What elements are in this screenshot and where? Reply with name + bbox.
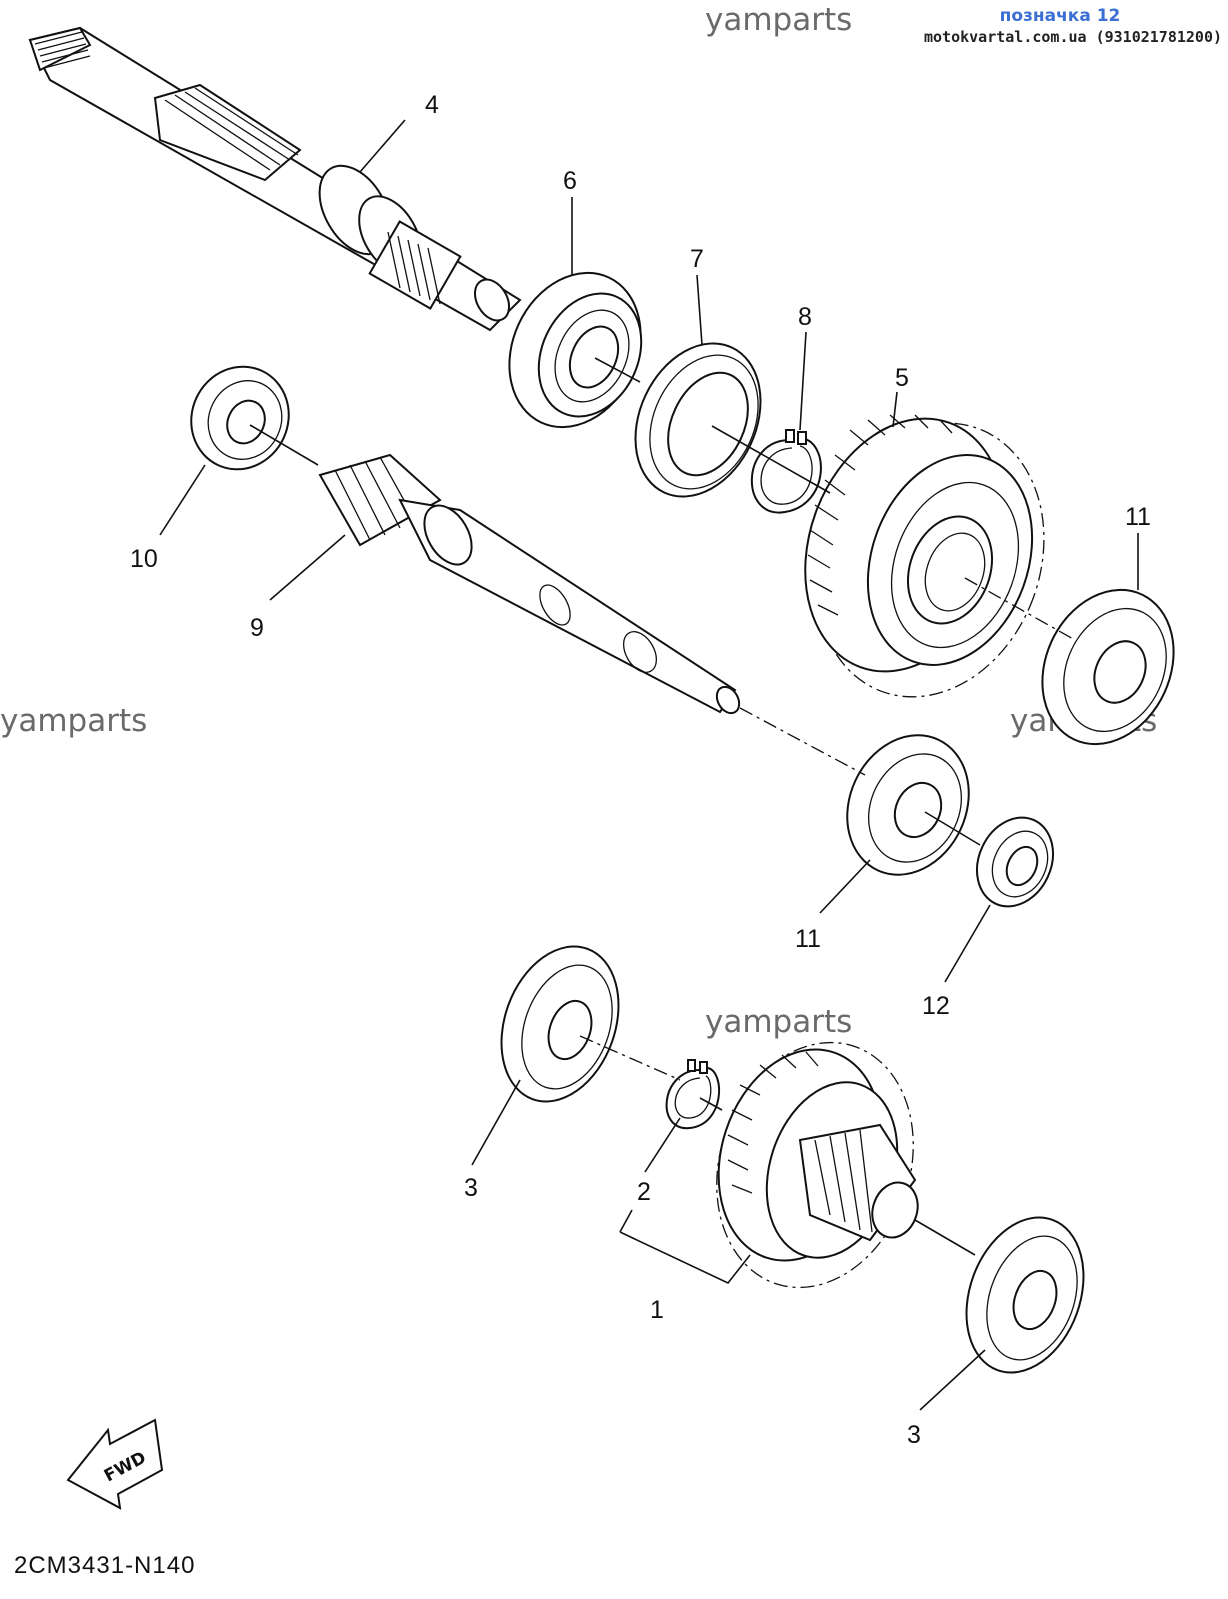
callout-1: 1 bbox=[650, 1296, 664, 1324]
circlip-8 bbox=[750, 429, 822, 514]
bearing-6 bbox=[508, 271, 643, 429]
callout-11-middle: 11 bbox=[795, 925, 821, 953]
callout-4: 4 bbox=[425, 91, 439, 119]
callout-12: 12 bbox=[922, 992, 950, 1020]
main-axle bbox=[28, 26, 522, 332]
callout-8: 8 bbox=[798, 303, 812, 331]
fwd-arrow-icon: FWD bbox=[66, 1418, 164, 1510]
leader-lines bbox=[159, 119, 1139, 1411]
watermark-middle: yamparts bbox=[705, 1004, 852, 1040]
callout-10: 10 bbox=[130, 545, 158, 573]
callout-7: 7 bbox=[690, 245, 704, 273]
oil-seal-7 bbox=[634, 342, 762, 498]
bearing-11-upper bbox=[1041, 588, 1175, 746]
callout-2: 2 bbox=[637, 1178, 651, 1206]
circlip-2 bbox=[665, 1059, 720, 1130]
callout-3-lower: 3 bbox=[907, 1421, 921, 1449]
callout-3-upper: 3 bbox=[464, 1174, 478, 1202]
callout-6: 6 bbox=[563, 167, 577, 195]
oil-seal-12 bbox=[976, 816, 1054, 908]
callout-5: 5 bbox=[895, 364, 909, 392]
axis-lines bbox=[249, 357, 1076, 1256]
bearing-11-middle bbox=[846, 734, 970, 876]
callout-9: 9 bbox=[250, 614, 264, 642]
diagram-code: 2CM3431-N140 bbox=[14, 1552, 196, 1579]
header-site: motokvartal.com.ua (931021781200) bbox=[923, 28, 1222, 46]
bearing-10 bbox=[190, 365, 290, 471]
bearing-3-lower bbox=[965, 1216, 1085, 1374]
drive-axle-9 bbox=[318, 453, 741, 715]
watermark-left: yamparts bbox=[0, 703, 147, 739]
gear-assembly-1 bbox=[716, 1041, 919, 1289]
callout-11-upper: 11 bbox=[1125, 503, 1151, 531]
gear-5 bbox=[804, 414, 1045, 698]
watermark-top: yamparts bbox=[705, 2, 852, 38]
header-badge: позначка 12 bbox=[999, 6, 1121, 26]
bearing-3-upper bbox=[500, 945, 620, 1103]
